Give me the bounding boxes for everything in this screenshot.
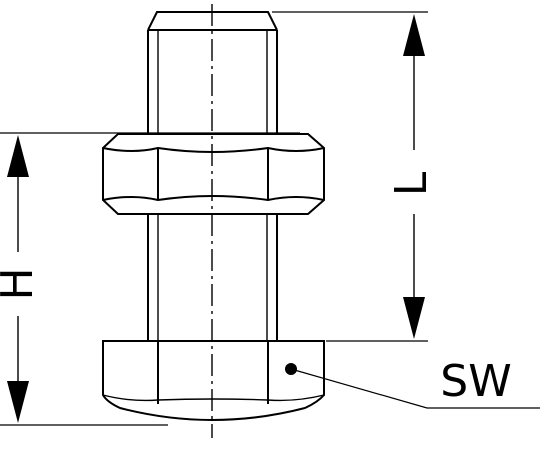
arrow-up-icon [403, 14, 425, 56]
hex-nut [102, 133, 325, 215]
extension-lines [0, 11, 428, 426]
wrench-size-label: SW [440, 356, 511, 407]
arrow-down-icon [7, 381, 29, 423]
arrow-down-icon [403, 297, 425, 339]
arrow-up-icon [7, 135, 29, 177]
dimension-h-label: H [0, 267, 43, 300]
dimension-l: L [386, 14, 437, 339]
shank [147, 214, 278, 341]
bolt-head [102, 340, 325, 421]
sw-callout: SW [285, 356, 540, 409]
dimension-l-label: L [386, 171, 437, 196]
dimension-h: H [0, 135, 43, 423]
